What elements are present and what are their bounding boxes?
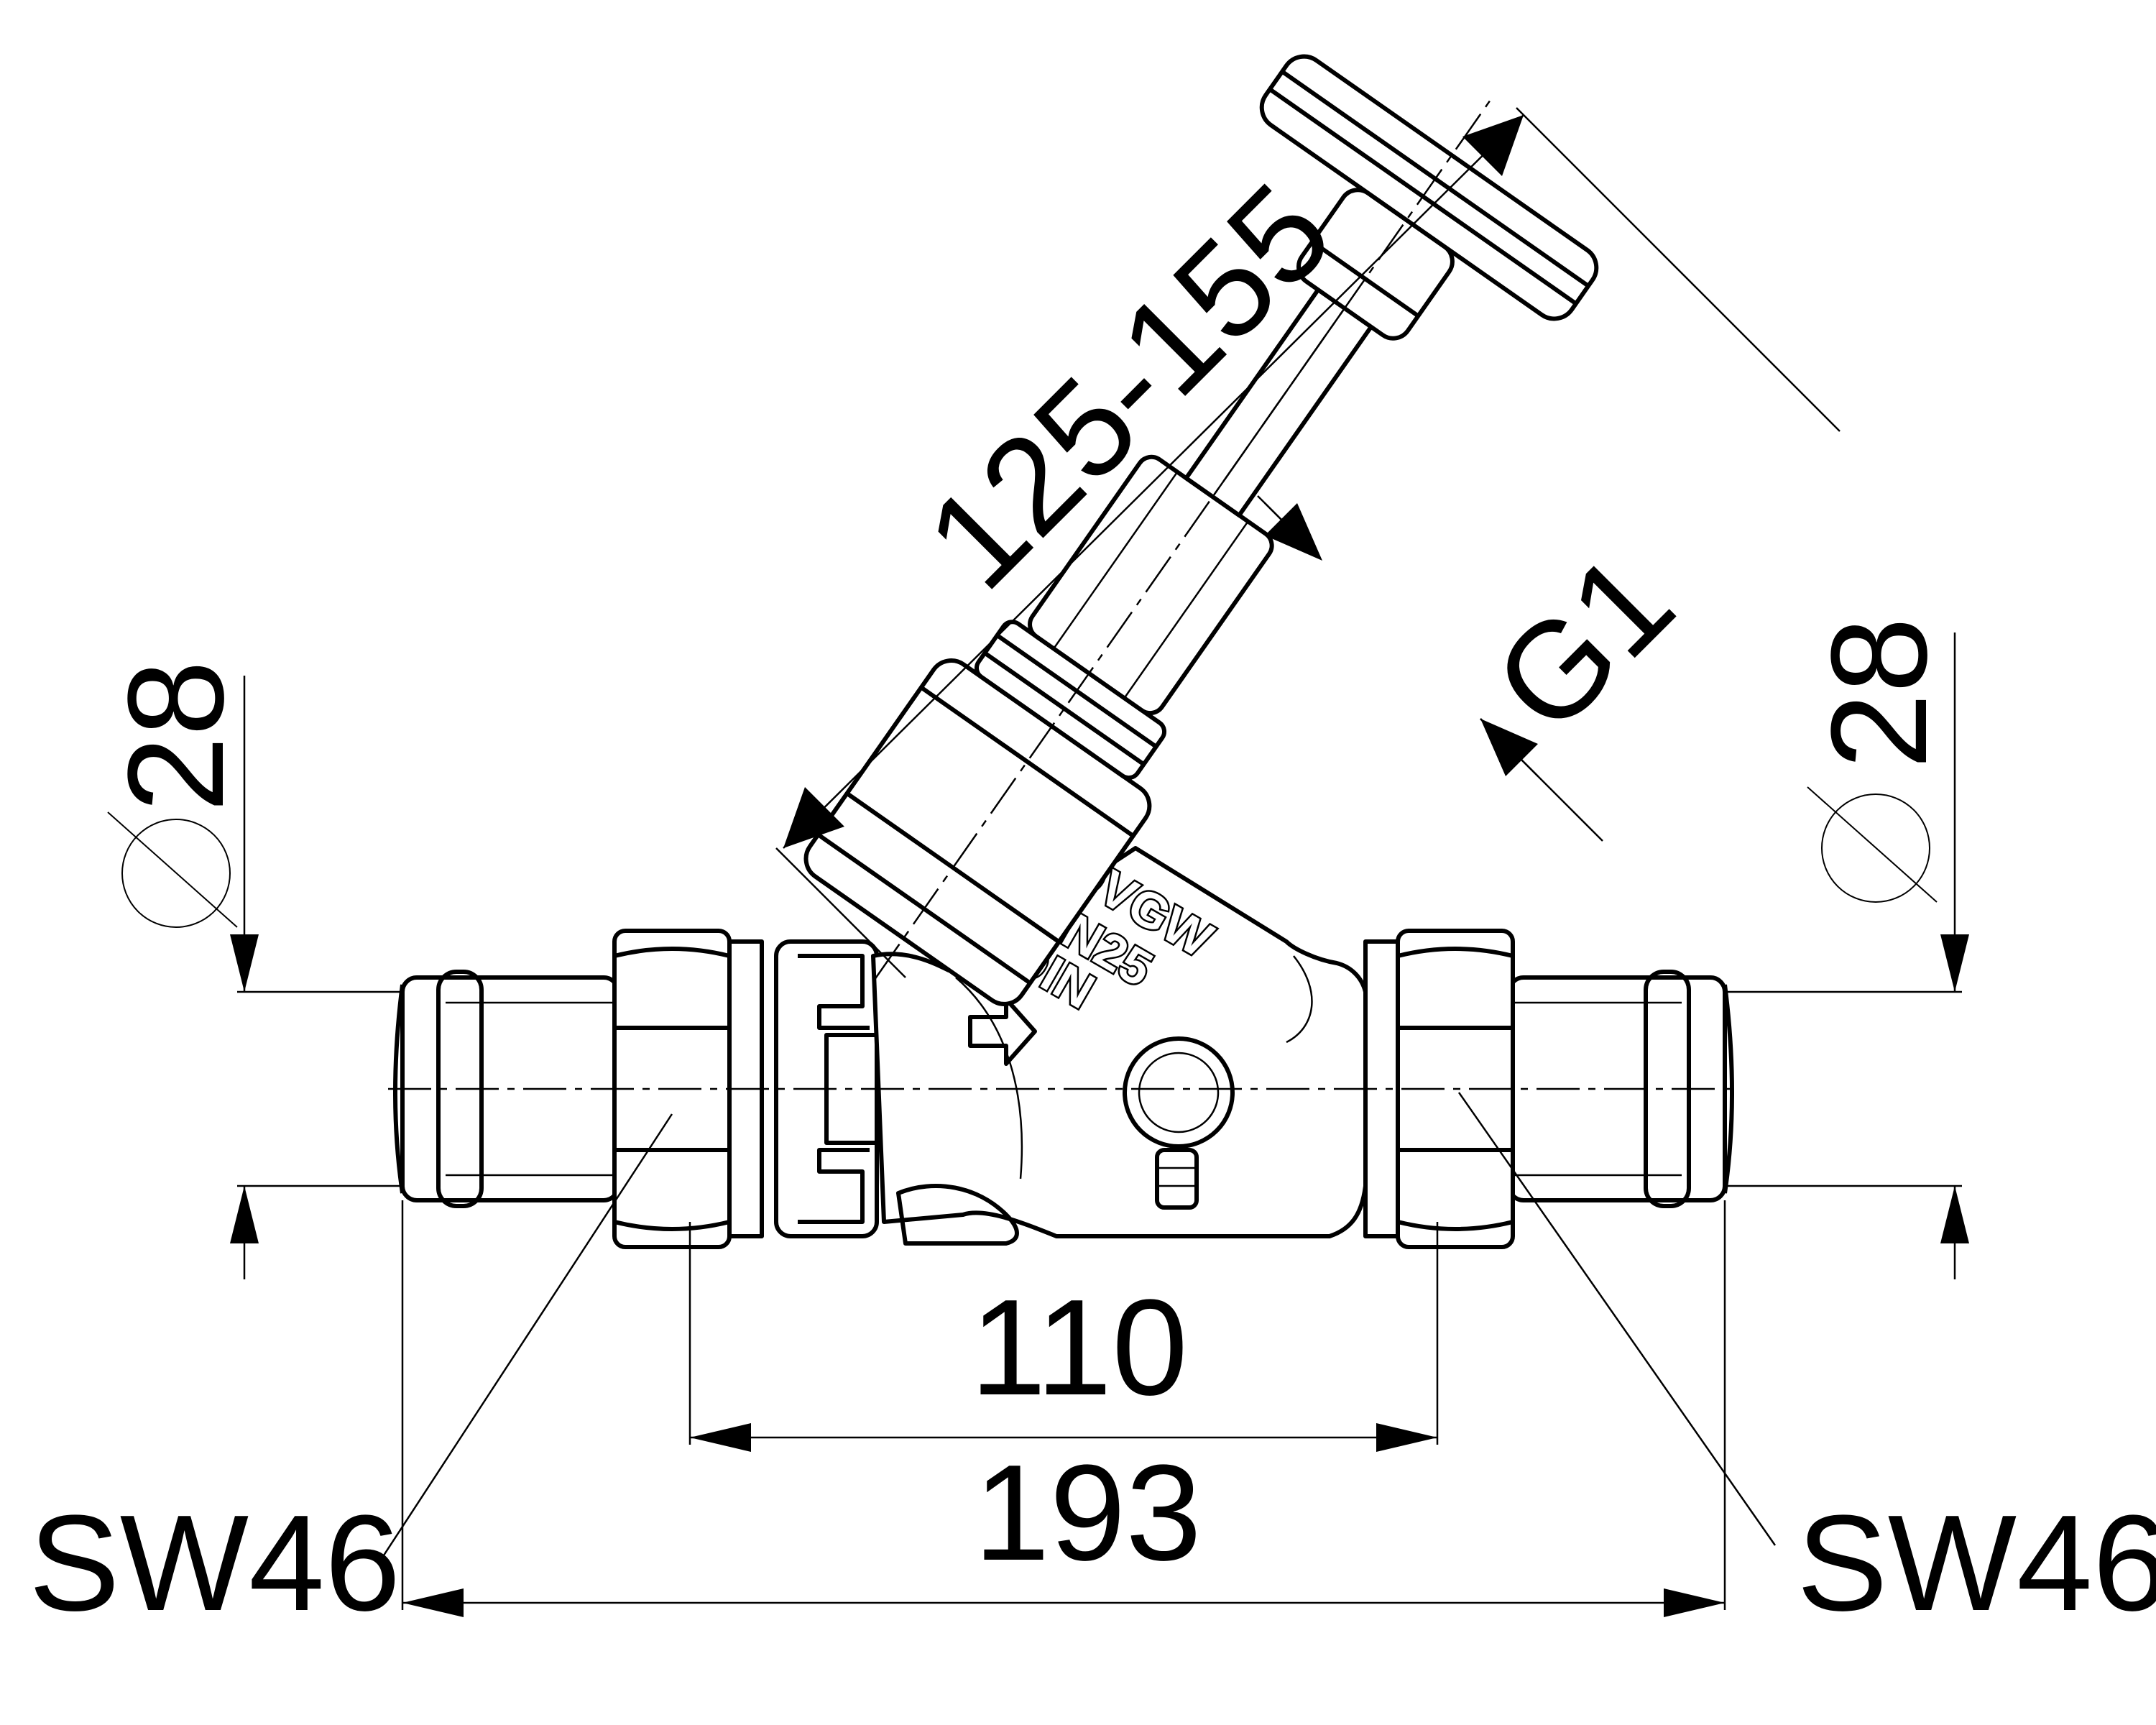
dimension-inner-length: 110 bbox=[688, 1222, 1439, 1452]
dimension-diameter-left: 28 bbox=[100, 661, 402, 1279]
dimension-diameter-right: 28 bbox=[1725, 617, 1969, 1279]
wrench-right-label: SW46 bbox=[1797, 1487, 2156, 1639]
thread-label: G1 bbox=[1465, 525, 1702, 761]
diameter-right-label: 28 bbox=[1803, 617, 1955, 769]
dimension-thread: G1 bbox=[1257, 495, 1702, 842]
diameter-left-label: 28 bbox=[100, 661, 252, 812]
wrench-size-right: SW46 bbox=[1457, 1092, 2156, 1639]
diameter-symbol-right-icon bbox=[1807, 786, 1938, 903]
flow-arrow-icon bbox=[968, 997, 1037, 1066]
diameter-symbol-left-icon bbox=[107, 811, 238, 928]
wrench-size-left: SW46 bbox=[29, 1113, 673, 1639]
overall-length-label: 193 bbox=[974, 1437, 1202, 1589]
inner-length-label: 110 bbox=[970, 1271, 1188, 1424]
valve-bonnet-assembly bbox=[803, 54, 1599, 1006]
dimension-overall-length: 193 bbox=[401, 1200, 1726, 1617]
wrench-left-label: SW46 bbox=[29, 1487, 400, 1639]
